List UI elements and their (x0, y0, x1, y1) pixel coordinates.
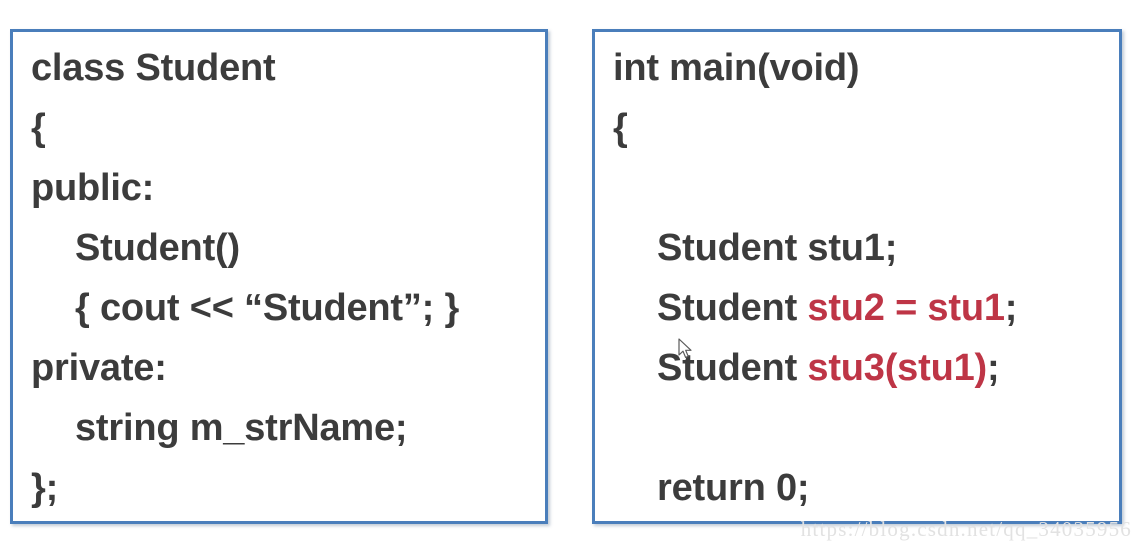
code-token-plain: Student (657, 287, 808, 329)
code-token-tail: ; (986, 347, 1000, 389)
code-token-accent: stu2 = stu1 (807, 287, 1005, 329)
main-function-code-body: int main(void) { Student stu1; Student s… (595, 32, 1119, 521)
code-line: string m_strName; (75, 407, 408, 449)
code-line: Student stu1; (657, 227, 898, 269)
main-function-code-box: int main(void) { Student stu1; Student s… (592, 29, 1122, 524)
code-token-accent: stu3(stu1) (807, 347, 987, 389)
code-line-copy-construct: Student stu3(stu1); (595, 338, 1119, 398)
code-line: }; (31, 467, 59, 509)
code-line: Student() (75, 227, 240, 269)
code-line: int main(void) (613, 47, 860, 89)
class-definition-code-body: class Student { public: Student() { cout… (13, 32, 545, 518)
code-line: private: (31, 347, 167, 389)
code-line: { (31, 107, 46, 149)
class-definition-code-box: class Student { public: Student() { cout… (10, 29, 548, 524)
code-line-blank (595, 398, 1119, 458)
code-line-copy-assign: Student stu2 = stu1; (595, 278, 1119, 338)
code-line: { cout << “Student”; } (75, 287, 460, 329)
code-line-blank (595, 158, 1119, 218)
code-line: class Student (31, 47, 276, 89)
code-line: public: (31, 167, 155, 209)
code-line: { (613, 107, 628, 149)
code-token-tail: ; (1004, 287, 1018, 329)
code-line: return 0; (657, 467, 810, 509)
code-token-plain: Student (657, 347, 808, 389)
watermark-text: https://blog.csdn.net/qq_34035956 (800, 517, 1132, 541)
